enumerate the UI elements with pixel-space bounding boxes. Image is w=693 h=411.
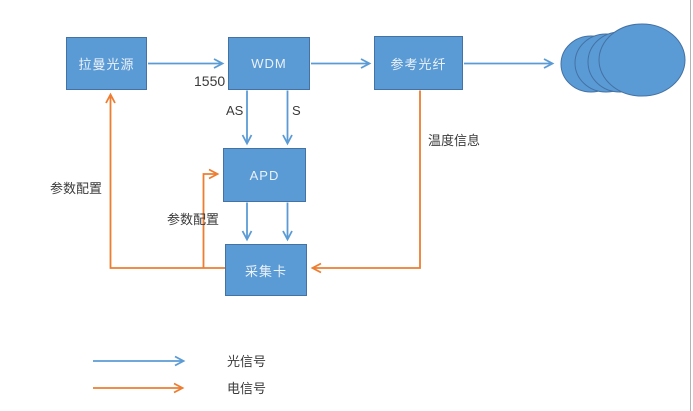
node-reference-fiber-label: 参考光纤 [390,56,447,72]
node-raman-source-label: 拉曼光源 [78,57,135,72]
node-wdm[interactable]: WDM [228,37,310,90]
page-edge-line [690,0,691,411]
node-acquisition-card[interactable]: 采集卡 [225,244,307,296]
node-raman-source[interactable]: 拉曼光源 [66,37,147,90]
edge-label-param-config-apd: 参数配置 [167,212,220,227]
electrical-wire-card-to-source [105,92,225,269]
edge-label-wavelength: 1550 [194,73,226,89]
edge-label-anti-stokes: AS [226,103,244,118]
legend-optical-label: 光信号 [227,354,267,369]
electrical-wire-branch-to-apd [202,168,220,268]
fiber-coil[interactable] [548,20,693,100]
edge-label-stokes: S [292,103,301,118]
edge-label-param-config-source: 参数配置 [50,181,103,196]
node-apd[interactable]: APD [223,148,306,202]
electrical-wire-fiber-to-card [310,90,421,274]
node-wdm-label: WDM [251,56,287,71]
node-acquisition-card-label: 采集卡 [244,263,287,279]
node-apd-label: APD [249,167,280,183]
node-reference-fiber[interactable]: 参考光纤 [374,36,463,90]
edge-label-temperature-info: 温度信息 [428,133,481,148]
legend-electrical-label: 电信号 [227,381,267,396]
